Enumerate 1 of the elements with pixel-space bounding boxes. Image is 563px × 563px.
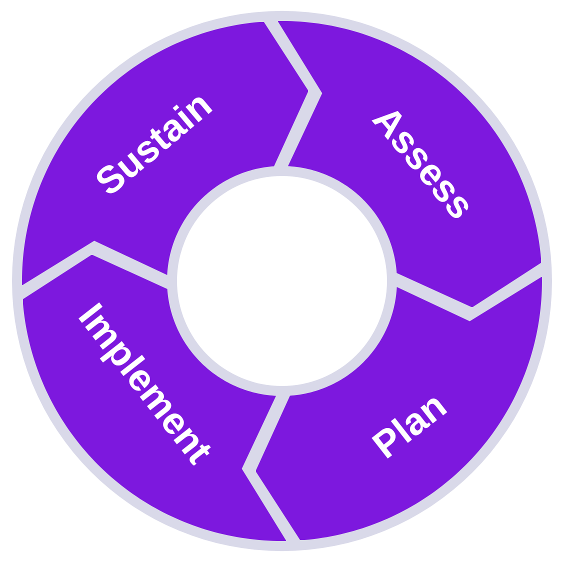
segment-label: Plan: [366, 386, 453, 466]
